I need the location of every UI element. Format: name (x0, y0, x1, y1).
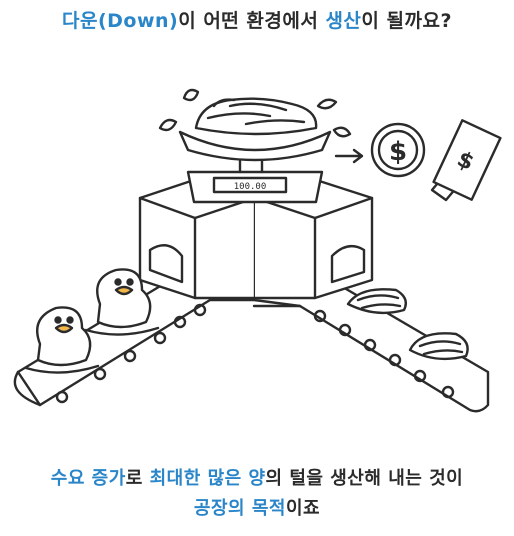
coin-icon: $ (370, 122, 426, 178)
title-text-b: 이 될까요? (361, 10, 452, 32)
footer-highlight-purpose: 공장의 목적 (193, 498, 286, 519)
down-feather-pile (194, 97, 318, 136)
footer-text-a: 로 (125, 468, 150, 489)
footer-caption-line1: 수요 증가로 최대한 많은 양의 털을 생산해 내는 것이 (0, 464, 514, 490)
down-bundle-1 (346, 288, 407, 315)
weighing-scale: 100.00 (178, 130, 332, 204)
footer-highlight-quantity: 최대한 많은 양 (149, 468, 266, 489)
title-caption: 다운(Down)이 어떤 환경에서 생산이 될까요? (0, 6, 514, 33)
banknote-icon: $ (430, 119, 502, 202)
footer-text-b: 의 털을 생산해 내는 것이 (265, 468, 464, 489)
title-highlight-production: 생산 (325, 10, 362, 32)
footer-text-c: 이죠 (285, 498, 321, 519)
down-bundle-2 (408, 332, 469, 361)
title-highlight-down: 다운(Down) (62, 10, 179, 32)
factory-illustration: 100.00 $ $ (13, 88, 502, 413)
arrow-icon (334, 148, 364, 164)
coin-symbol: $ (389, 137, 407, 167)
duckling-2 (84, 268, 160, 336)
title-text-a: 이 어떤 환경에서 (178, 10, 326, 32)
scale-readout: 100.00 (234, 182, 267, 192)
duckling-1 (24, 306, 100, 374)
footer-highlight-demand: 수요 증가 (50, 468, 126, 489)
footer-caption-line2: 공장의 목적이죠 (0, 494, 514, 520)
floating-feathers (158, 88, 352, 138)
